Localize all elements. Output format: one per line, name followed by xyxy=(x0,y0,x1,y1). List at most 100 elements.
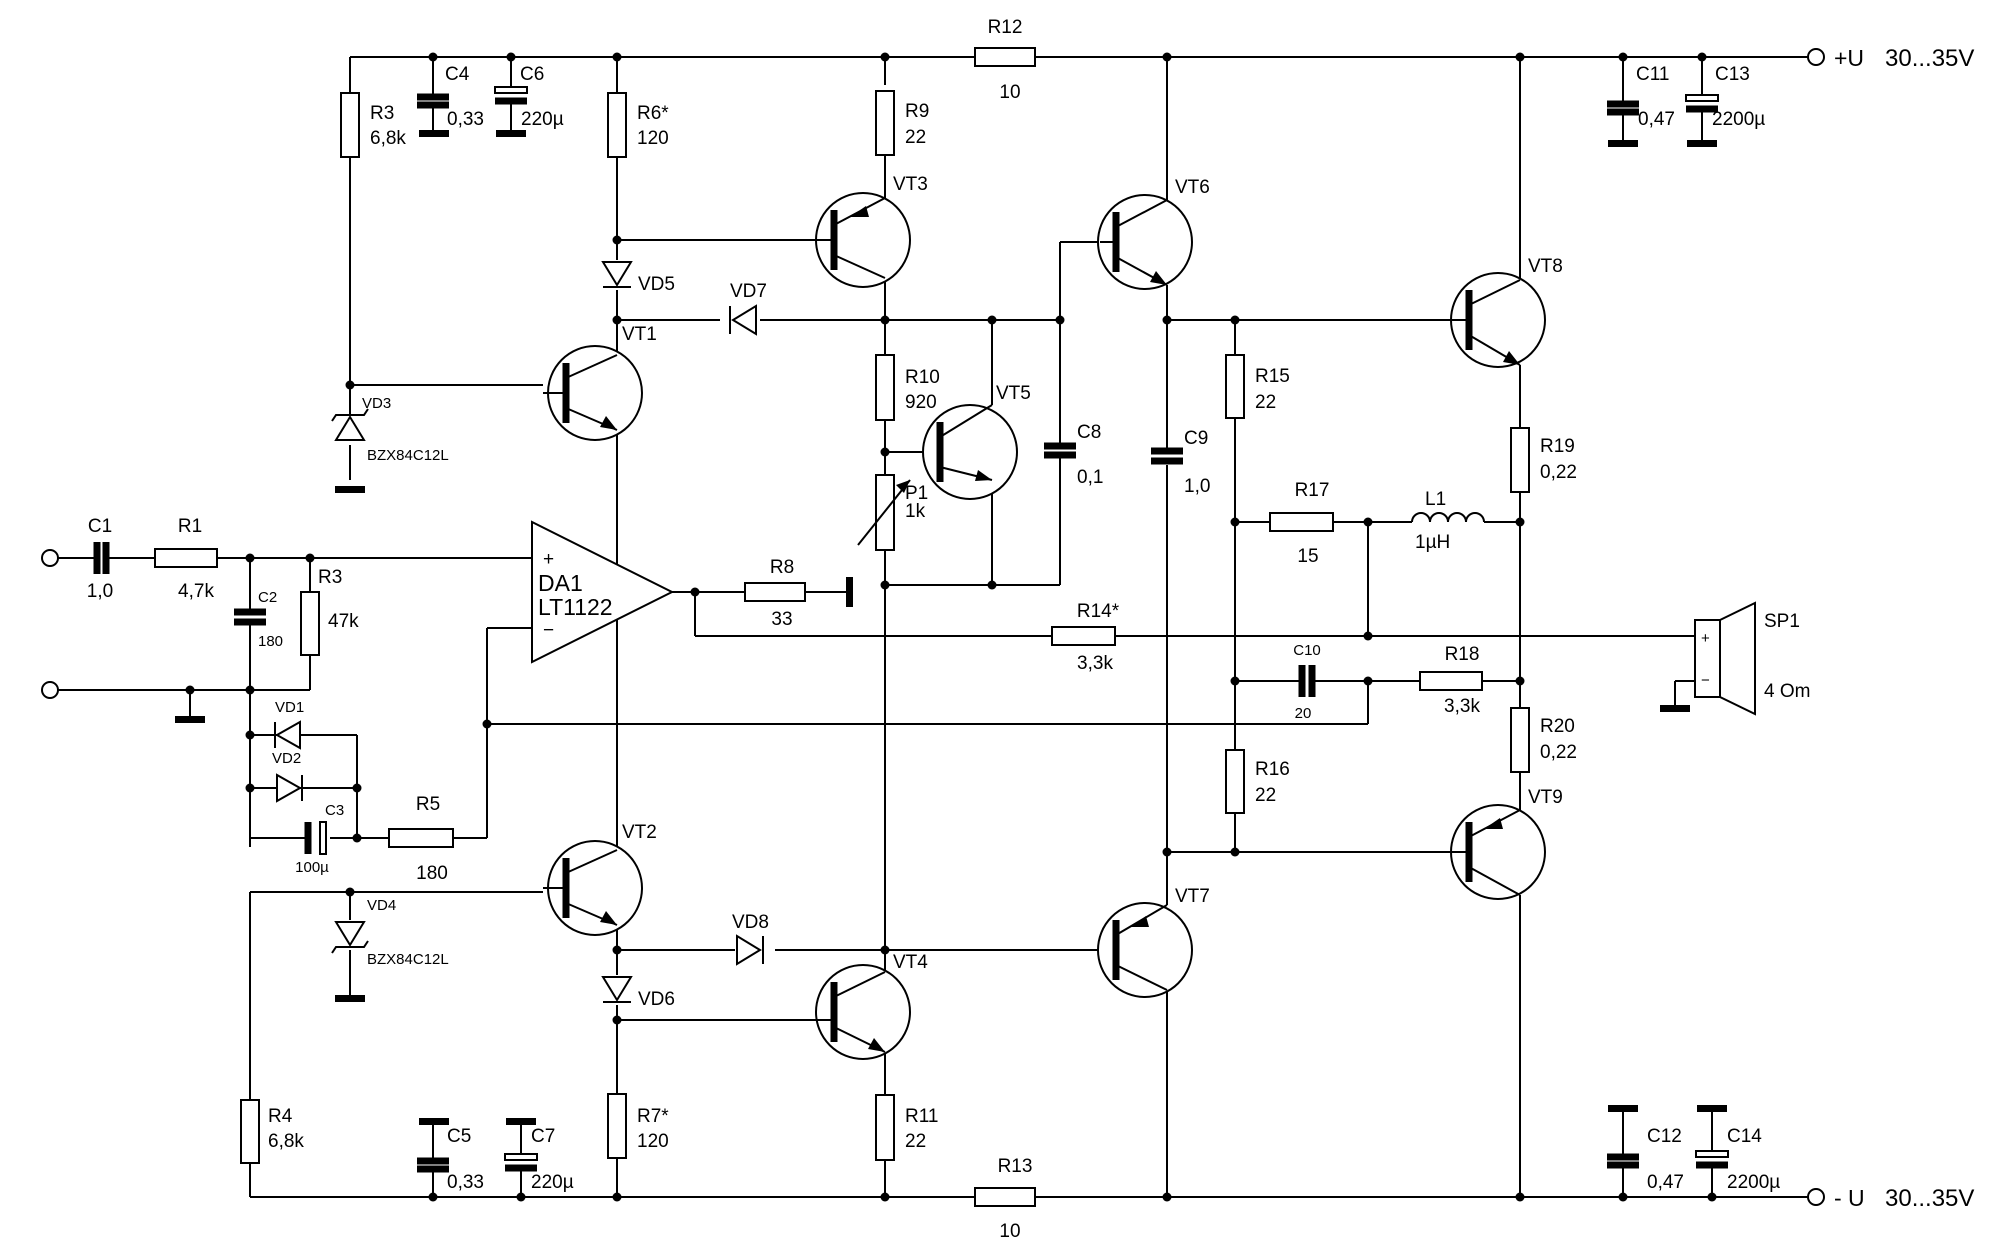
svg-text:VT6: VT6 xyxy=(1175,177,1210,198)
resistor-r11: R11 22 xyxy=(875,1094,938,1161)
signal-input-terminal xyxy=(41,549,59,567)
svg-text:1,0: 1,0 xyxy=(87,581,113,602)
svg-text:R10: R10 xyxy=(905,367,940,388)
opamp-ref: DA1 xyxy=(538,570,583,596)
transistor-vt2: VT2 xyxy=(543,822,657,936)
svg-text:BZX84C12L: BZX84C12L xyxy=(367,951,449,968)
transistor-vt8: VT8 xyxy=(1448,256,1563,368)
capacitor-c4: C4 0,33 xyxy=(417,64,484,130)
transistor-vt9: VT9 xyxy=(1448,787,1563,900)
svg-text:180: 180 xyxy=(416,863,448,884)
svg-text:C9: C9 xyxy=(1184,428,1208,449)
svg-text:R5: R5 xyxy=(416,794,440,815)
resistor-r4: R4 6,8k xyxy=(240,1099,304,1164)
neg-rail-label: - U xyxy=(1834,1185,1865,1211)
svg-text:100µ: 100µ xyxy=(295,859,329,876)
svg-text:VT8: VT8 xyxy=(1528,256,1563,277)
svg-text:22: 22 xyxy=(905,127,926,148)
svg-text:0,22: 0,22 xyxy=(1540,462,1577,483)
svg-text:22: 22 xyxy=(1255,392,1276,413)
resistor-r1: R1 4,7k xyxy=(154,516,218,602)
opamp-plus: + xyxy=(543,549,554,570)
speaker-minus: − xyxy=(1701,672,1710,689)
svg-text:C7: C7 xyxy=(531,1126,555,1147)
resistor-r7: R7* 120 xyxy=(607,1093,669,1159)
svg-text:VT3: VT3 xyxy=(893,174,928,195)
resistor-r8: R8 33 xyxy=(744,557,806,630)
svg-text:220µ: 220µ xyxy=(531,1172,574,1193)
svg-text:0,33: 0,33 xyxy=(447,109,484,130)
svg-text:33: 33 xyxy=(771,609,792,630)
capacitor-c6: C6 220µ xyxy=(494,64,564,130)
capacitor-c2: C2 180 xyxy=(234,589,283,650)
transistor-vt1: VT1 xyxy=(543,324,657,441)
svg-text:R15: R15 xyxy=(1255,366,1290,387)
svg-text:C2: C2 xyxy=(258,589,277,606)
svg-text:VD4: VD4 xyxy=(367,897,396,914)
svg-text:10: 10 xyxy=(999,1221,1020,1242)
resistor-r10: R10 920 xyxy=(875,354,940,421)
svg-text:VD3: VD3 xyxy=(362,395,391,412)
svg-text:R1: R1 xyxy=(178,516,202,537)
resistor-r17: R17 15 xyxy=(1269,480,1334,567)
svg-text:0,33: 0,33 xyxy=(447,1172,484,1193)
neg-rail-range: 30...35V xyxy=(1885,1185,1974,1212)
svg-text:15: 15 xyxy=(1297,546,1318,567)
svg-text:1k: 1k xyxy=(905,501,926,522)
svg-text:R11: R11 xyxy=(905,1106,938,1127)
resistor-r13: R13 10 xyxy=(974,1156,1036,1242)
svg-text:C6: C6 xyxy=(520,64,544,85)
svg-text:R13: R13 xyxy=(998,1156,1033,1177)
diode-vd5: VD5 xyxy=(601,261,675,295)
capacitor-c14: C14 2200µ xyxy=(1695,1126,1780,1193)
capacitor-c1: C1 1,0 xyxy=(87,516,113,602)
capacitor-c9: C9 1,0 xyxy=(1151,428,1210,497)
svg-text:0,47: 0,47 xyxy=(1647,1172,1684,1193)
svg-text:1,0: 1,0 xyxy=(1184,476,1210,497)
resistor-r15: R15 22 xyxy=(1225,354,1290,419)
transistor-vt4: VT4 xyxy=(793,952,928,1060)
svg-text:VT7: VT7 xyxy=(1175,886,1210,907)
svg-text:VD6: VD6 xyxy=(638,989,675,1010)
svg-text:R8: R8 xyxy=(770,557,794,578)
svg-text:0,1: 0,1 xyxy=(1077,467,1103,488)
transistor-vt5: VT5 xyxy=(922,383,1031,500)
svg-text:BZX84C12L: BZX84C12L xyxy=(367,447,449,464)
svg-text:20: 20 xyxy=(1295,705,1312,722)
wires xyxy=(58,56,1800,1198)
capacitor-c5: C5 0,33 xyxy=(417,1126,484,1193)
diode-vd6: VD6 xyxy=(601,976,675,1010)
capacitor-c12: C12 0,47 xyxy=(1607,1126,1684,1193)
negative-rail-terminal: - U 30...35V xyxy=(1800,1185,1974,1212)
junction-dots xyxy=(185,52,1717,1202)
zener-vd3: VD3 BZX84C12L xyxy=(331,395,449,464)
svg-text:P1: P1 xyxy=(905,483,928,504)
svg-text:R9: R9 xyxy=(905,101,929,122)
transistor-vt6: VT6 xyxy=(1097,177,1210,290)
resistor-r18: R18 3,3k xyxy=(1419,644,1483,717)
diode-vd2: VD2 xyxy=(272,750,303,803)
diode-vd8: VD8 xyxy=(732,912,769,966)
svg-text:R17: R17 xyxy=(1295,480,1330,501)
pos-rail-range: 30...35V xyxy=(1885,45,1974,72)
ground-symbols xyxy=(175,130,1727,1125)
resistor-r3-input: R3 47k xyxy=(300,567,359,656)
svg-text:6,8k: 6,8k xyxy=(268,1131,304,1152)
svg-text:VD5: VD5 xyxy=(638,274,675,295)
svg-text:C5: C5 xyxy=(447,1126,471,1147)
transistor-vt3: VT3 xyxy=(793,174,928,288)
svg-text:220µ: 220µ xyxy=(521,109,564,130)
svg-text:VT1: VT1 xyxy=(622,324,657,345)
svg-text:2200µ: 2200µ xyxy=(1727,1172,1780,1193)
resistor-r6: R6* 120 xyxy=(607,92,669,158)
svg-text:920: 920 xyxy=(905,392,937,413)
svg-text:VD2: VD2 xyxy=(272,750,301,767)
speaker-plus: + xyxy=(1701,630,1710,647)
svg-text:VD8: VD8 xyxy=(732,912,769,933)
capacitor-c3: C3 100µ xyxy=(295,802,344,876)
svg-text:VT4: VT4 xyxy=(893,952,928,973)
svg-text:22: 22 xyxy=(905,1131,926,1152)
svg-text:0,47: 0,47 xyxy=(1638,109,1675,130)
resistor-r14: R14* 3,3k xyxy=(1051,601,1120,674)
